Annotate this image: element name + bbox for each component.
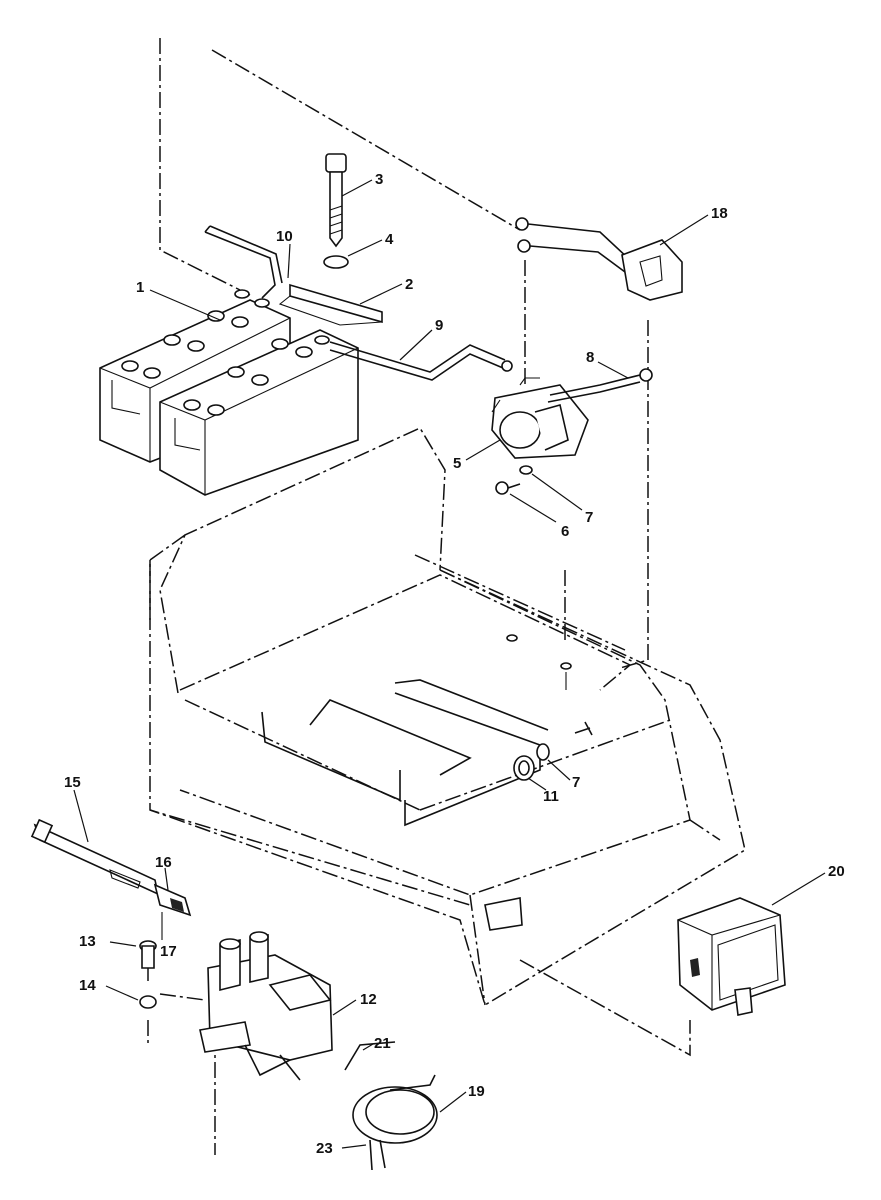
battery-cable-10 bbox=[204, 225, 283, 299]
label-17: 17 bbox=[160, 943, 177, 960]
screw-6 bbox=[495, 481, 521, 495]
label-21: 21 bbox=[374, 1035, 391, 1052]
harness-18 bbox=[515, 217, 683, 301]
callout-leaders bbox=[73, 179, 826, 1149]
washer-4 bbox=[323, 255, 349, 269]
label-9: 9 bbox=[435, 317, 443, 334]
label-6: 6 bbox=[561, 523, 569, 540]
buckle-16 bbox=[153, 883, 192, 917]
label-3: 3 bbox=[375, 171, 383, 188]
label-23: 23 bbox=[316, 1140, 333, 1157]
label-7-upper: 7 bbox=[585, 509, 593, 526]
label-13: 13 bbox=[79, 933, 96, 950]
label-7-lower: 7 bbox=[572, 774, 580, 791]
label-8: 8 bbox=[586, 349, 594, 366]
cable-9 bbox=[329, 341, 506, 373]
solenoid-12 bbox=[199, 931, 333, 1081]
bolt-3 bbox=[325, 153, 347, 248]
label-5: 5 bbox=[453, 455, 461, 472]
label-18: 18 bbox=[711, 205, 728, 222]
label-15: 15 bbox=[64, 774, 81, 791]
bolt-13 bbox=[139, 940, 157, 969]
harness-coil-19 bbox=[344, 1041, 438, 1171]
washer-7-upper bbox=[519, 465, 533, 475]
label-20: 20 bbox=[828, 863, 845, 880]
label-16: 16 bbox=[155, 854, 172, 871]
washer-14 bbox=[139, 995, 157, 1009]
seat-base-housing bbox=[149, 427, 746, 1007]
label-4: 4 bbox=[385, 231, 394, 248]
label-10: 10 bbox=[276, 228, 293, 245]
grommet-11 bbox=[513, 755, 535, 781]
relay-5 bbox=[491, 368, 653, 459]
part-labels: 1 2 3 4 5 6 7 7 8 9 10 11 12 13 14 15 16… bbox=[64, 171, 845, 1157]
battery-pair bbox=[99, 289, 359, 496]
label-14: 14 bbox=[79, 977, 96, 994]
control-box-20 bbox=[677, 897, 786, 1016]
label-19: 19 bbox=[468, 1083, 485, 1100]
label-11: 11 bbox=[543, 788, 559, 805]
label-2: 2 bbox=[405, 276, 413, 293]
label-1: 1 bbox=[136, 279, 144, 296]
hold-down-bar-2 bbox=[278, 283, 383, 326]
screw-lower bbox=[574, 721, 593, 736]
label-12: 12 bbox=[360, 991, 377, 1008]
strap-15 bbox=[30, 818, 160, 896]
washer-7-lower bbox=[536, 743, 550, 761]
